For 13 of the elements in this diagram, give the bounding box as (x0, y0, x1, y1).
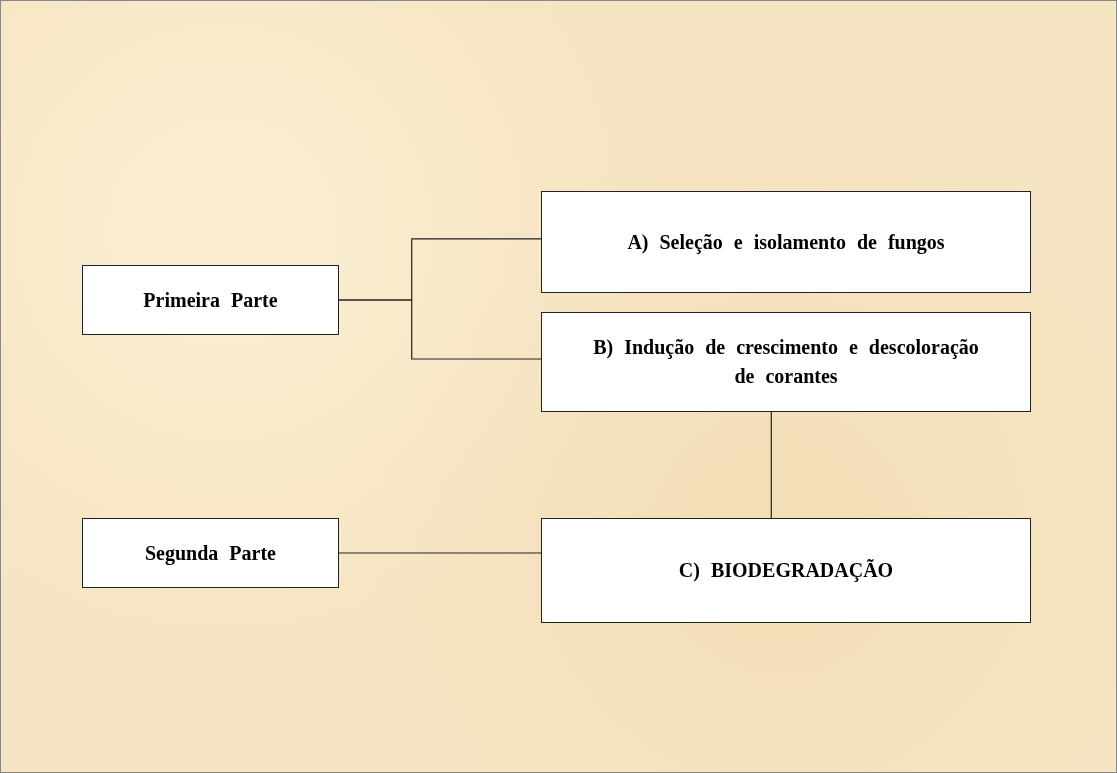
box-label: Segunda Parte (145, 540, 276, 567)
connector-line (338, 552, 542, 554)
connector-line (770, 411, 772, 519)
process-box (541, 191, 1031, 293)
process-box (541, 518, 1031, 623)
box-label: C) BIODEGRADAÇÃO (678, 558, 894, 584)
box-label: Primeira Parte (143, 287, 278, 313)
connector-line (338, 299, 542, 360)
box-label: A) Seleção e isolamento de fungos (627, 229, 945, 256)
box-label: B) Indução de crescimento e descoloração de corantes (592, 335, 980, 389)
process-box (82, 265, 339, 335)
process-box (82, 518, 339, 588)
process-box (541, 312, 1031, 412)
